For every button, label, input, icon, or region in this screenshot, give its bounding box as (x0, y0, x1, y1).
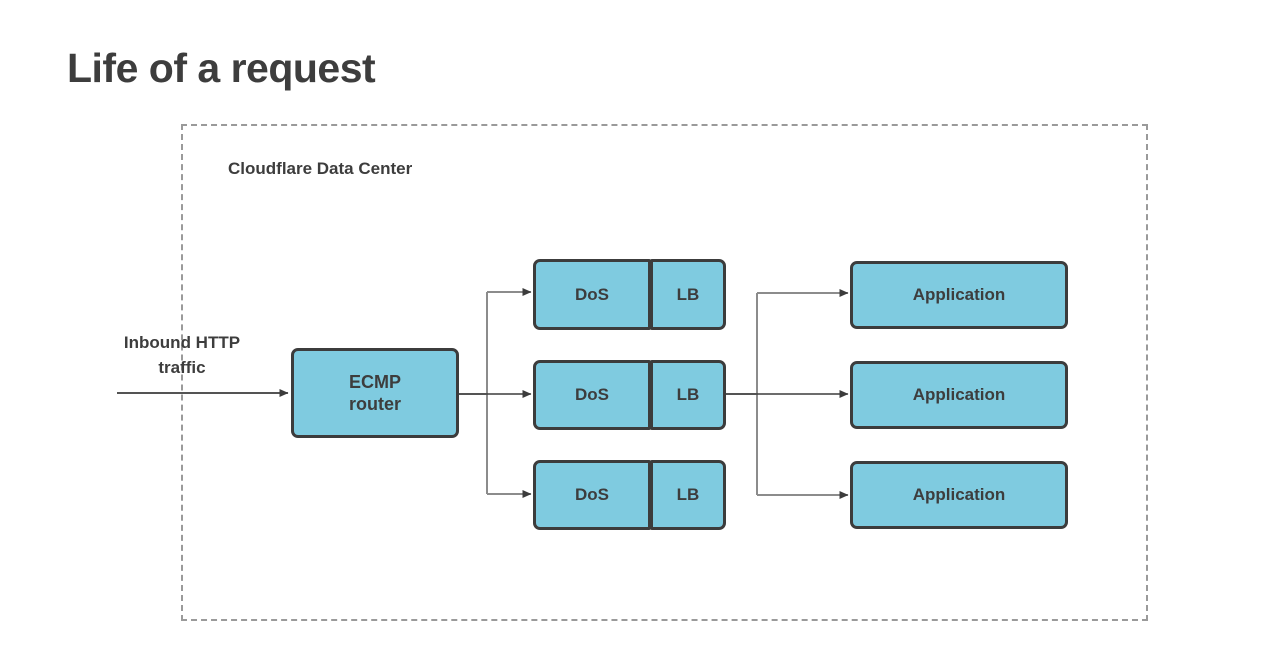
application-2-label: Application (912, 385, 1006, 405)
node-dos-3[interactable]: DoS (533, 460, 651, 530)
lb-3-label: LB (676, 485, 700, 505)
node-application-3[interactable]: Application (850, 461, 1068, 529)
dos-1-label: DoS (575, 284, 609, 304)
node-application-2[interactable]: Application (850, 361, 1068, 429)
lb-1-label: LB (676, 284, 700, 304)
node-application-1[interactable]: Application (850, 261, 1068, 329)
node-dos-2[interactable]: DoS (533, 360, 651, 430)
inbound-label-line-1: Inbound HTTP (123, 333, 241, 352)
node-dos-1[interactable]: DoS (533, 259, 651, 330)
dos-3-label: DoS (575, 485, 609, 505)
application-1-label: Application (912, 285, 1006, 305)
cloudflare-data-center-boundary (181, 124, 1148, 621)
cloudflare-data-center-label: Cloudflare Data Center (228, 159, 413, 178)
inbound-http-traffic-label: Inbound HTTP traffic (96, 331, 268, 380)
ecmp-router-label: ECMP router (349, 371, 401, 416)
inbound-label-line-2: traffic (158, 357, 206, 377)
dos-2-label: DoS (575, 385, 609, 405)
node-lb-2[interactable]: LB (650, 360, 726, 430)
ecmp-router-line-1: ECMP (348, 371, 401, 392)
node-ecmp-router[interactable]: ECMP router (291, 348, 459, 438)
application-3-label: Application (912, 485, 1006, 505)
node-lb-1[interactable]: LB (650, 259, 726, 330)
page-title: Life of a request (67, 45, 376, 91)
node-lb-3[interactable]: LB (650, 460, 726, 530)
lb-2-label: LB (676, 385, 700, 405)
ecmp-router-line-2: router (348, 394, 401, 414)
